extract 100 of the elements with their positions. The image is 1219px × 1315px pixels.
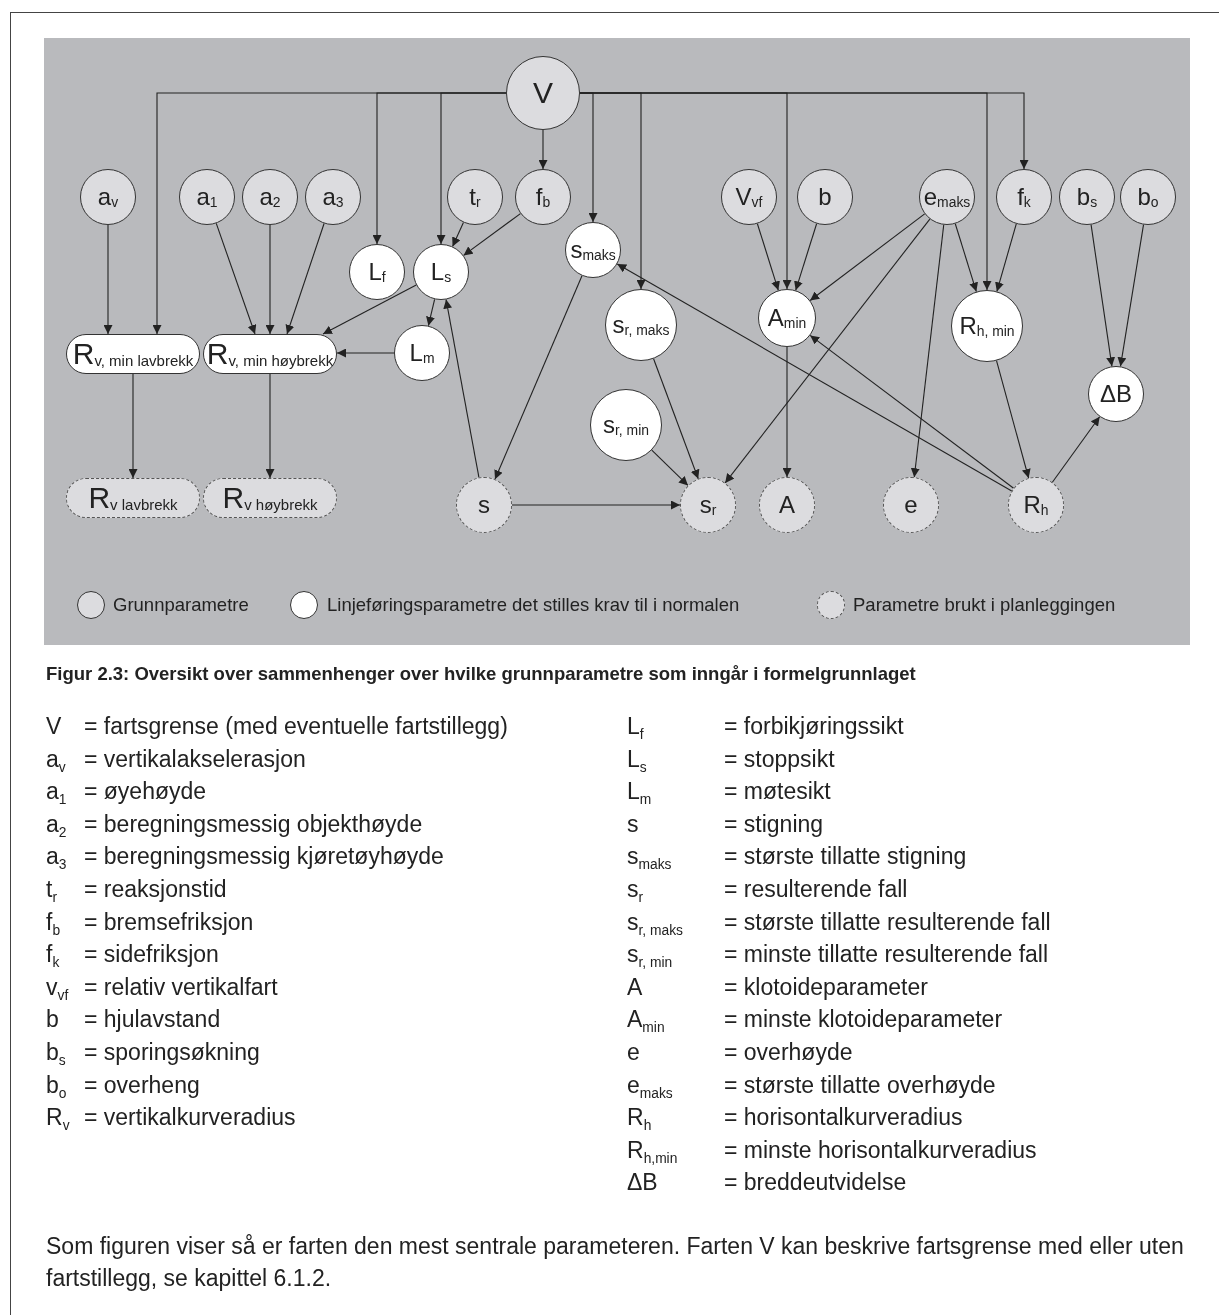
symbol: R$_{h,min}$ (627, 1136, 678, 1168)
legend-label: Parametre brukt i planleggingen (853, 594, 1116, 617)
definition: = horisontalkurveradius (724, 1104, 963, 1132)
definition: = minste tillatte resulterende fall (724, 941, 1049, 969)
symbol: s (627, 810, 639, 839)
parameter-label: R$_{v lavbrekk}$ (88, 483, 178, 513)
definition: = møtesikt (724, 778, 831, 806)
parameter-label: A (779, 493, 795, 517)
arrow (336, 348, 395, 358)
definition: = vertikalkurveradius (84, 1104, 296, 1132)
symbol: R$_{v}$ (46, 1104, 70, 1135)
arrow (128, 373, 138, 479)
parameter-label: f$_{k}$ (1017, 184, 1031, 210)
parameter-label: L$_{s}$ (430, 259, 452, 285)
definition: = vertikalakselerasjon (84, 745, 306, 774)
definition: = minste klotoideparameter (724, 1006, 1003, 1034)
symbol: A$_{min}$ (627, 1006, 665, 1037)
parameter-label: e$_{maks}$ (923, 184, 971, 210)
arrow (809, 334, 1015, 489)
arrow (616, 263, 1013, 492)
definition: = beregningsmessig objekthøyde (84, 810, 423, 839)
symbol: L$_{f}$ (627, 713, 644, 744)
arrow (1051, 416, 1101, 483)
symbol: f$_{b}$ (46, 908, 61, 939)
arrow (511, 500, 681, 510)
symbol: v$_{vf}$ (46, 973, 69, 1005)
symbol: e (627, 1039, 640, 1067)
arrow (910, 224, 945, 478)
definition: = resulterende fall (724, 876, 908, 904)
arrow (809, 213, 926, 302)
definition: = bremsefriksjon (84, 908, 254, 937)
parameter-label: s$_{r, min}$ (603, 412, 649, 438)
symbol: b$_{s}$ (46, 1039, 66, 1070)
arrow (538, 129, 548, 170)
symbol: s$_{r, maks}$ (627, 908, 683, 939)
definition: = forbikjøringssikt (724, 713, 904, 741)
parameter-label: V$_{vf}$ (735, 184, 763, 210)
arrow (651, 449, 689, 486)
symbol: L$_{s}$ (627, 745, 647, 776)
parameter-label: a$_{v}$ (97, 184, 119, 210)
symbol: a$_{2}$ (46, 810, 67, 842)
parameter-label: R$_{v, min lavbrekk}$ (72, 339, 194, 369)
definition: = breddeutvidelse (724, 1169, 907, 1197)
arrow (285, 223, 325, 335)
definition: = reaksjonstid (84, 876, 227, 904)
definition: = stigning (724, 810, 824, 839)
parameter-box (203, 478, 337, 518)
parameter-label: A$_{min}$ (767, 305, 807, 331)
definition: = største tillatte stigning (724, 843, 967, 871)
arrow (724, 218, 931, 484)
symbol: a$_{v}$ (46, 745, 66, 776)
parameter-label: a$_{3}$ (322, 184, 344, 210)
definition: = stoppsikt (724, 745, 835, 774)
parameter-label: R$_{h, min}$ (959, 313, 1015, 339)
body-paragraph: Som figuren viser så er farten den mest sentrale parameteren. Farten V kan beskrive fartsgrense med eller uten fartstillegg, se kapittel 6.1.2. (46, 1232, 1185, 1293)
symbol: b (46, 1006, 59, 1034)
parameter-label: a$_{2}$ (259, 184, 281, 210)
definition: = hjulavstand (84, 1006, 221, 1034)
definition: = fartsgrense (med eventuelle fartstillegg) (84, 713, 508, 741)
arrow (1117, 224, 1145, 367)
definition: = overhøyde (724, 1039, 853, 1067)
figure-caption: Figur 2.3: Oversikt over sammenhenger over hvilke grunnparametre som inngår i formelgrunnlaget (46, 663, 916, 686)
arrow (215, 222, 257, 335)
symbol: f$_{k}$ (46, 941, 60, 972)
parameter-box (66, 334, 200, 374)
arrow (782, 346, 792, 478)
parameter-label: s (478, 493, 490, 517)
arrow (954, 223, 978, 293)
definition: = beregningsmessig kjøretøyhøyde (84, 843, 444, 871)
symbol: A (627, 973, 643, 1002)
arrow (995, 223, 1017, 292)
definition: = klotoideparameter (724, 973, 928, 1002)
arrow (436, 92, 507, 245)
parameter-label: b$_{o}$ (1137, 184, 1159, 210)
legend-label: Linjeføringsparametre det stilles krav til i normalen (327, 594, 740, 617)
parameter-label: R$_{v, min høybrekk}$ (206, 339, 334, 369)
symbol: L$_{m}$ (627, 778, 652, 809)
symbol: R$_{h}$ (627, 1104, 652, 1135)
parameter-label: s$_{r, maks}$ (612, 312, 670, 338)
parameter-label: b (818, 185, 832, 209)
symbol: s$_{r}$ (627, 876, 644, 907)
symbol: a$_{1}$ (46, 778, 67, 809)
parameter-label: ΔB (1099, 382, 1132, 406)
symbol: s$_{maks}$ (627, 843, 672, 874)
arrow (265, 373, 275, 479)
symbol: ΔB (627, 1169, 658, 1197)
definition: = relativ vertikalfart (84, 973, 278, 1002)
parameter-label: a$_{1}$ (196, 184, 218, 210)
parameter-label: t$_{r}$ (469, 184, 481, 210)
definition: = overheng (84, 1071, 200, 1100)
definition: = største tillatte overhøyde (724, 1071, 996, 1100)
arrow (756, 223, 780, 291)
parameter-label: e (904, 493, 918, 517)
arrow (494, 275, 583, 480)
arrow (322, 284, 417, 335)
parameter-label: R$_{h}$ (1023, 492, 1049, 518)
arrow (443, 299, 480, 479)
parameter-label: s$_{r}$ (699, 492, 717, 518)
definition: = største tillatte resulterende fall (724, 908, 1051, 937)
symbol: e$_{maks}$ (627, 1071, 673, 1102)
